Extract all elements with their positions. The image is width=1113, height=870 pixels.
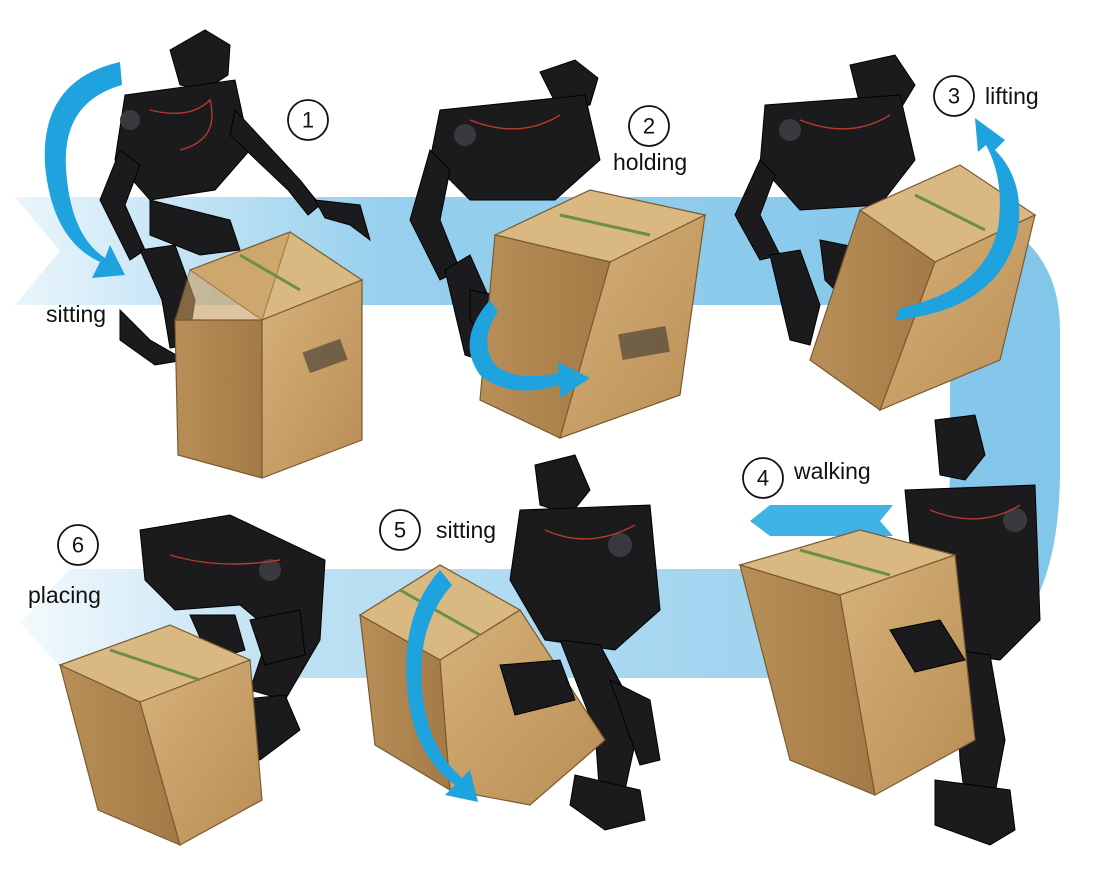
cardboard-box-6 — [58, 624, 263, 847]
rotate-arrow-2 — [469, 300, 590, 398]
step-2-number: 2 — [643, 114, 655, 139]
step-5-number: 5 — [394, 518, 406, 543]
scene-1-sitting — [44, 29, 371, 479]
cardboard-box-1 — [174, 230, 364, 479]
step-6-marker: 6 placing — [28, 524, 101, 608]
cardboard-box-2 — [479, 189, 707, 439]
step-4-number-circle — [742, 457, 784, 499]
step-3-marker: 3 lifting — [933, 75, 1039, 117]
step-5-label: sitting — [436, 517, 496, 543]
step-6-label: placing — [28, 582, 101, 608]
step-1-marker: 1 sitting — [46, 99, 329, 327]
step-3-number: 3 — [948, 84, 960, 109]
walking-direction-arrow — [750, 505, 893, 536]
rotate-arrow-1 — [44, 62, 125, 278]
scene-6-placing — [58, 514, 326, 847]
scene-3-lifting — [734, 54, 1037, 412]
step-3-label: lifting — [985, 83, 1039, 109]
scene-2-holding — [409, 59, 707, 439]
step-5-marker: 5 sitting — [379, 509, 496, 551]
step-2-marker: 2 holding — [613, 105, 687, 175]
step-5-number-circle — [379, 509, 421, 551]
scene-5-sitting — [358, 454, 661, 831]
step-2-label: holding — [613, 149, 687, 175]
step-4-marker: 4 walking — [742, 457, 871, 499]
robot-5 — [509, 454, 661, 831]
step-6-number-circle — [57, 524, 99, 566]
step-2-number-circle — [628, 105, 670, 147]
step-3-number-circle — [933, 75, 975, 117]
rotate-arrow-3 — [895, 118, 1020, 320]
cardboard-box-5 — [358, 564, 606, 806]
step-6-number: 6 — [72, 533, 84, 558]
cardboard-box-4 — [737, 529, 976, 796]
step-1-label: sitting — [46, 301, 106, 327]
scene-4-walking — [737, 414, 1041, 846]
step-1-number-circle — [287, 99, 329, 141]
rotate-arrow-5 — [406, 570, 478, 802]
step-4-number: 4 — [757, 466, 769, 491]
step-4-label: walking — [793, 458, 871, 484]
step-1-number: 1 — [302, 108, 314, 133]
